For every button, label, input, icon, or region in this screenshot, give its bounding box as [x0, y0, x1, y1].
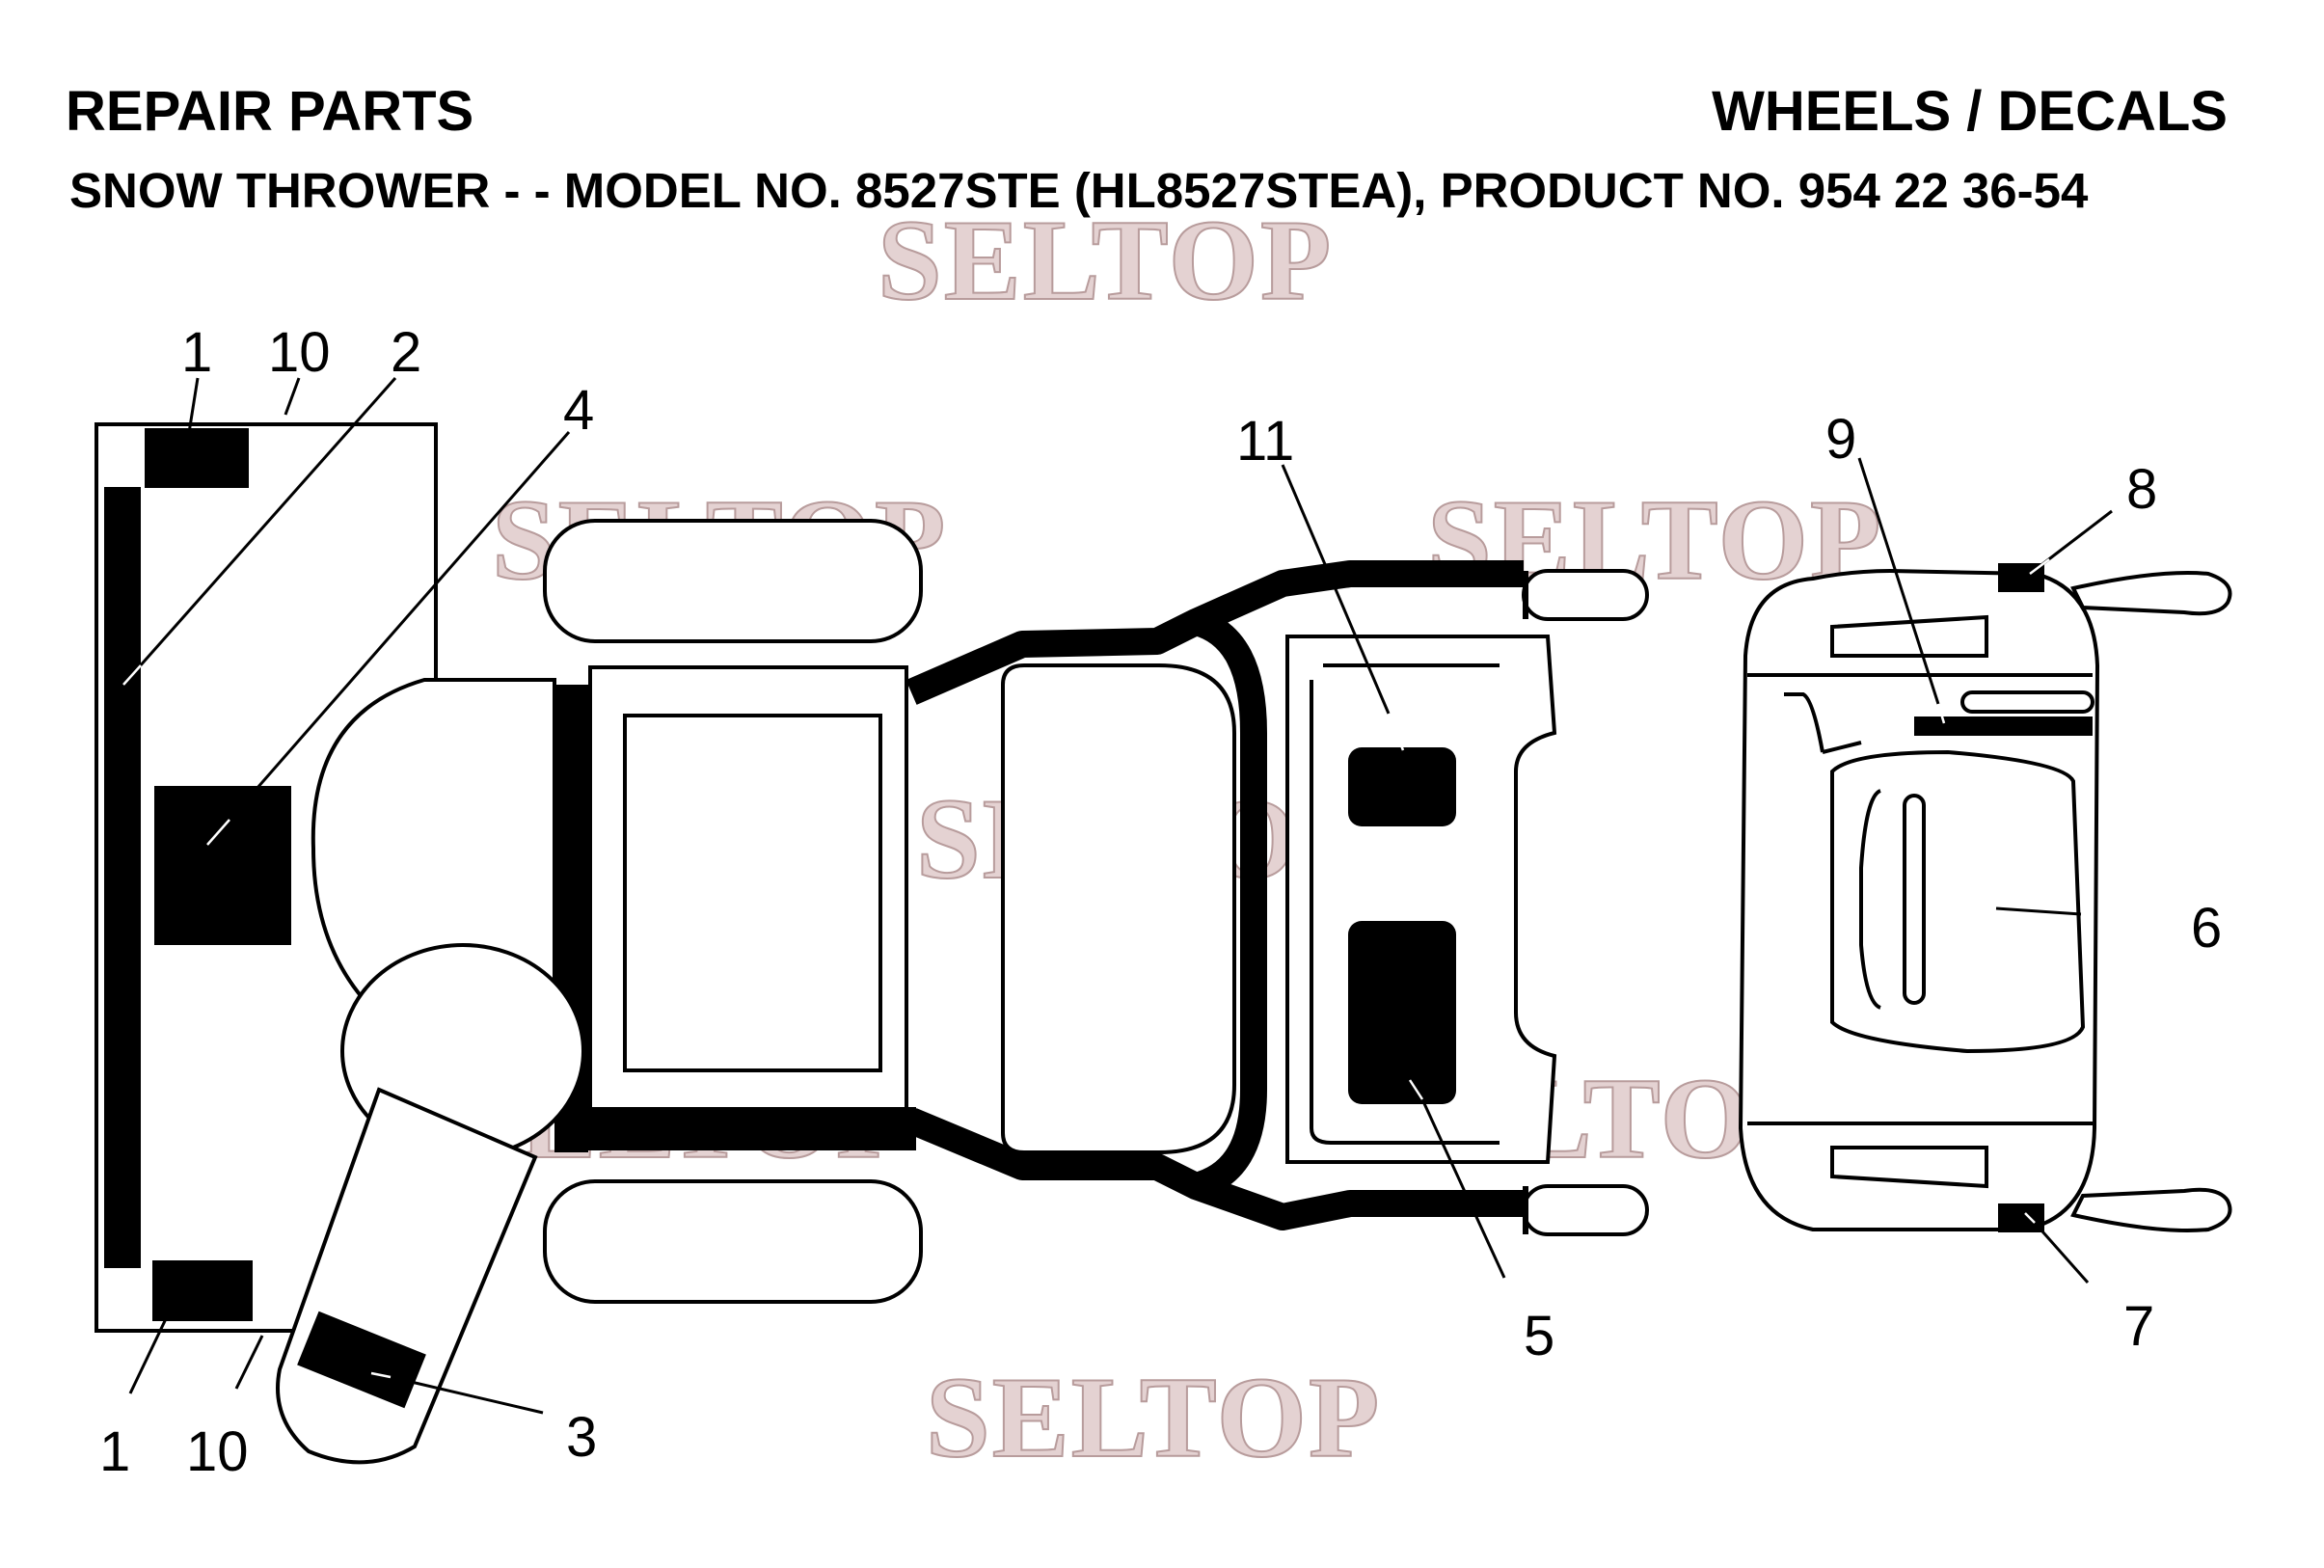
callout-11: 11 [1236, 410, 1294, 473]
callout-4: 4 [563, 379, 594, 442]
callout-5: 5 [1524, 1305, 1554, 1367]
callout-9: 9 [1825, 408, 1856, 471]
callout-2: 2 [391, 321, 421, 384]
decal-10-strip [104, 487, 141, 1268]
impeller-housing [276, 678, 588, 1465]
callout-7: 7 [2123, 1295, 2154, 1358]
decal-1-top [145, 428, 249, 488]
page-title: REPAIR PARTS [66, 80, 474, 143]
watermark: SELTOP [926, 1353, 1381, 1481]
decal-5 [1348, 921, 1456, 1104]
wheel-bottom [543, 1179, 923, 1304]
dashboard [1738, 563, 2232, 1232]
frame [905, 560, 1524, 1230]
callout-numbers: 1 10 2 4 11 9 8 6 5 7 3 1 10 [99, 321, 2222, 1483]
decal-4 [154, 786, 291, 945]
model-subtitle: SNOW THROWER - - MODEL NO. 8527STE (HL85… [69, 163, 2089, 218]
decal-9 [1914, 716, 2093, 736]
callout-1-bottom: 1 [99, 1420, 130, 1483]
decal-11 [1348, 747, 1456, 826]
wheel-top [543, 519, 923, 643]
callout-10-bottom: 10 [186, 1420, 249, 1483]
engine [583, 665, 916, 1150]
section-title: WHEELS / DECALS [1712, 80, 2228, 143]
callout-1-top: 1 [181, 321, 212, 384]
decal-7 [1998, 1203, 2044, 1232]
callout-8: 8 [2126, 458, 2157, 521]
control-panel [1285, 569, 1649, 1236]
leader-lines [122, 377, 2113, 1415]
watermark-group: SELTOP SELTOP SELTOP SELTOP SELTOP SELTO… [452, 195, 1881, 1482]
decal-3 [297, 1311, 426, 1409]
decal-1-bottom [152, 1260, 253, 1321]
callout-10-top: 10 [268, 321, 331, 384]
callout-6: 6 [2191, 897, 2222, 960]
callout-3: 3 [566, 1406, 597, 1469]
watermark: SELTOP [878, 196, 1333, 324]
